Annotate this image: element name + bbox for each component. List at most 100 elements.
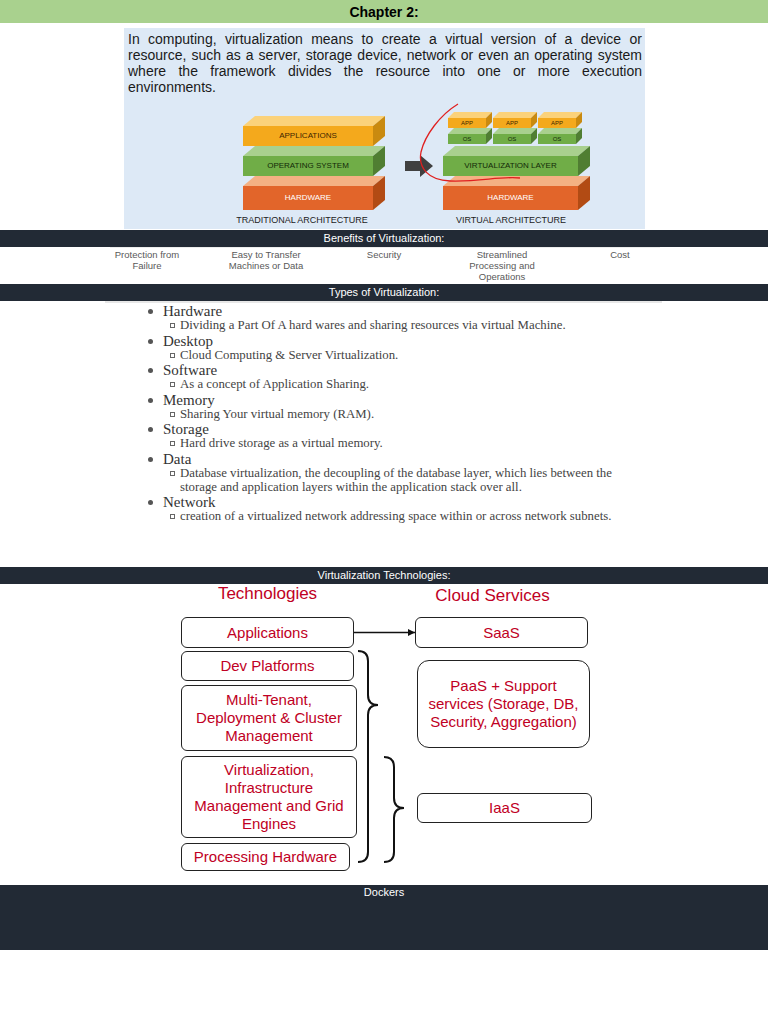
stack-block: VIRTUALIZATION LAYER: [443, 156, 578, 176]
stack-block: HARDWARE: [243, 186, 373, 210]
node-text: APP: [461, 120, 473, 126]
service-box: PaaS + Support services (Storage, DB, Se…: [417, 660, 590, 748]
node-text: OPERATING SYSTEM: [267, 162, 349, 170]
list-row: Software: [145, 362, 617, 378]
benefit-item: Protection from Failure: [99, 249, 195, 271]
node-text: SaaS: [483, 624, 520, 642]
node-text: APPLICATIONS: [279, 132, 337, 140]
title-band: Chapter 2:: [0, 0, 768, 23]
block-face: [243, 116, 385, 126]
bullet-square: [170, 471, 175, 476]
curly-brace: [358, 651, 378, 862]
list-text: Memory: [163, 392, 617, 408]
tech-box: IaaS: [417, 793, 592, 823]
list-row: Dividing a Part Of A hard wares and shar…: [145, 319, 617, 333]
node-text: Dev Platforms: [220, 657, 314, 675]
bullet-dot: [148, 309, 153, 314]
list-row: Desktop: [145, 333, 617, 349]
mini-block: APP: [493, 118, 531, 128]
list-row: Network: [145, 494, 617, 510]
block-face: [576, 112, 582, 128]
bullet-dot: [148, 500, 153, 505]
block-face: [243, 176, 385, 186]
node-text: OS: [553, 136, 562, 142]
benefit-item: Easy to Transfer Machines or Data: [218, 249, 314, 271]
figure-ground: [124, 28, 645, 229]
list-text: Network: [163, 494, 617, 510]
section-bar: Types of Virtualization:: [0, 284, 768, 301]
list-row: Cloud Computing & Server Virtualization.: [145, 349, 617, 363]
block-face: [576, 128, 582, 144]
block-face: [531, 112, 537, 128]
column-heading: Cloud Services: [415, 586, 570, 606]
tech-box: Dev Platforms: [181, 651, 354, 681]
stack-block: APPLICATIONS: [243, 126, 373, 146]
block-face: [443, 146, 590, 156]
node-text: OS: [508, 136, 517, 142]
node-text: HARDWARE: [487, 194, 533, 202]
tech-box: Applications: [181, 617, 354, 648]
stack-block: HARDWARE: [443, 186, 578, 210]
node-text: Virtualization, Infrastructure Managemen…: [188, 761, 350, 833]
figure-caption: TRADITIONAL ARCHITECTURE: [218, 215, 386, 226]
benefit-item: Security: [336, 249, 432, 260]
list-text: Desktop: [163, 333, 617, 349]
benefit-item: Cost: [572, 249, 668, 260]
block-face: [578, 176, 590, 210]
tech-box: SaaS: [415, 617, 588, 648]
node-text: IaaS: [489, 799, 520, 817]
node-text: VIRTUALIZATION LAYER: [464, 162, 556, 170]
mini-block: OS: [448, 134, 486, 144]
mini-block: APP: [448, 118, 486, 128]
bullet-list: HardwareDividing a Part Of A hard wares …: [145, 303, 617, 524]
rule-line: [105, 302, 662, 303]
bullet-dot: [148, 398, 153, 403]
block-face: [486, 128, 492, 144]
bullet-square: [170, 412, 175, 417]
block-face: [578, 146, 590, 176]
list-row: creation of a virtualized network addres…: [145, 510, 617, 524]
list-text: Cloud Computing & Server Virtualization.: [180, 349, 617, 363]
node-text: Processing Hardware: [194, 848, 337, 866]
bullet-square: [170, 441, 175, 446]
section-bar: Virtualization Technologies:: [0, 567, 768, 584]
bullet-square: [170, 323, 175, 328]
list-row: As a concept of Application Sharing.: [145, 378, 617, 392]
body-text: In computing, virtualization means to cr…: [128, 31, 642, 95]
node-text: OS: [463, 136, 472, 142]
benefit-item: Streamlined Processing and Operations: [452, 249, 552, 282]
list-row: Sharing Your virtual memory (RAM).: [145, 408, 617, 422]
bullet-dot: [148, 457, 153, 462]
list-text: Dividing a Part Of A hard wares and shar…: [180, 319, 617, 333]
bullet-square: [170, 514, 175, 519]
node-text: Benefits of Virtualization:: [324, 232, 445, 245]
bullet-square: [170, 382, 175, 387]
section-bar: Dockers: [0, 885, 768, 950]
node-text: APP: [551, 120, 563, 126]
list-text: Hardware: [163, 303, 617, 319]
chapter-title: Chapter 2:: [349, 4, 418, 20]
list-text: creation of a virtualized network addres…: [180, 510, 617, 524]
tech-box: Virtualization, Infrastructure Managemen…: [181, 756, 357, 838]
block-face: [243, 146, 385, 156]
list-text: Storage: [163, 421, 617, 437]
node-text: PaaS + Support services (Storage, DB, Se…: [424, 677, 583, 731]
title-band: [0, 0, 768, 23]
section-bar: Benefits of Virtualization:: [0, 230, 768, 247]
curly-brace: [384, 757, 404, 862]
block-faces: [243, 112, 590, 210]
tech-box: Processing Hardware: [181, 843, 350, 871]
column-heading: Technologies: [195, 584, 340, 604]
node-text: Dockers: [364, 886, 404, 899]
tech-box: Multi-Tenant, Deployment & Cluster Manag…: [181, 685, 357, 751]
list-row: Storage: [145, 421, 617, 437]
list-row: Hard drive storage as a virtual memory.: [145, 437, 617, 451]
bullet-dot: [148, 368, 153, 373]
list-text: As a concept of Application Sharing.: [180, 378, 617, 392]
node-text: Types of Virtualization:: [329, 286, 439, 299]
transform-arrow: [405, 155, 433, 177]
bullet-dot: [148, 427, 153, 432]
list-text: Hard drive storage as a virtual memory.: [180, 437, 617, 451]
list-row: Database virtualization, the decoupling …: [145, 467, 617, 494]
